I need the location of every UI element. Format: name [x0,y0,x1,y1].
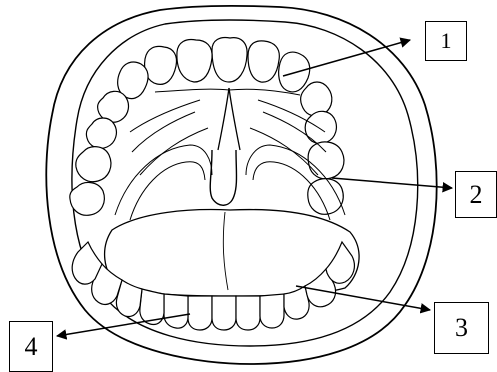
upper-lateral-incisor [248,41,279,82]
callout-label-4: 4 [9,321,53,372]
lower-incisor [236,296,260,330]
callout-label-2: 2 [455,171,497,218]
upper-incisor [177,40,212,83]
lower-teeth [72,242,354,330]
upper-teeth [70,38,344,216]
tongue-midline [223,212,228,290]
lower-premolar [284,286,309,319]
upper-molar [308,142,344,179]
upper-incisor [212,38,247,83]
lower-incisor [212,296,236,330]
upper-premolar [301,82,332,116]
lower-incisor [188,296,212,330]
upper-canine [279,52,310,92]
upper-molar [70,182,105,215]
upper-premolar [86,118,116,148]
upper-lateral-incisor [145,46,177,84]
callout-label-1: 1 [425,21,467,61]
lower-canine [260,294,284,328]
callout-label-3: 3 [434,302,489,354]
upper-molar [76,147,111,182]
lower-incisor [164,294,188,328]
uvula [210,150,236,205]
callout-arrow-2 [332,178,452,188]
upper-premolar [305,111,336,143]
lower-molar [326,242,354,283]
